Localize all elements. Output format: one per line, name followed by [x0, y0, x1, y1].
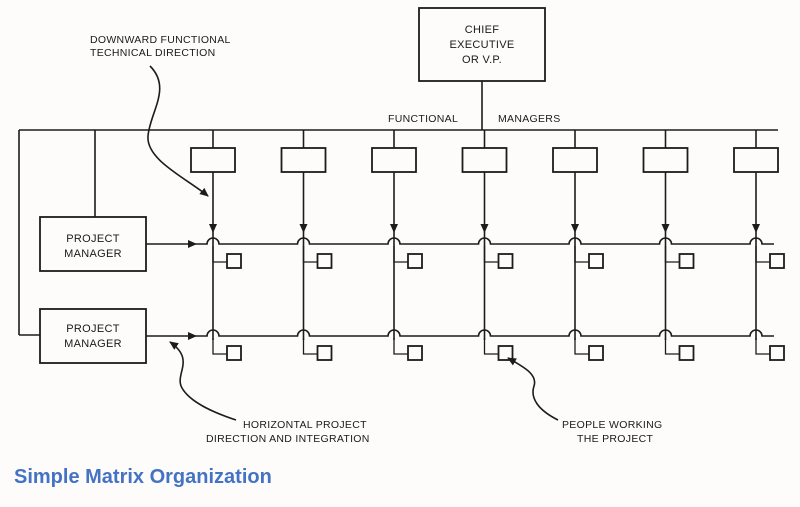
people-pointer — [507, 357, 559, 421]
functional-manager-box — [190, 147, 236, 173]
worker-box — [316, 253, 333, 269]
worker-link — [302, 338, 318, 355]
people-line-2: THE PROJECT — [577, 433, 654, 445]
worker-link — [574, 338, 589, 355]
worker-link — [755, 246, 770, 263]
project-row-2 — [196, 329, 774, 337]
functional-manager-box — [733, 147, 779, 173]
worker-link — [212, 246, 227, 263]
downward-line-1: DOWNWARD FUNCTIONAL — [90, 34, 231, 46]
worker-link — [483, 246, 499, 263]
chief-executive-node: CHIEF EXECUTIVE OR V.P. — [418, 7, 546, 82]
downward-pointer — [147, 65, 209, 197]
people-line-1: PEOPLE WORKING — [562, 419, 662, 431]
worker-box — [769, 253, 785, 269]
functional-manager-box — [280, 147, 327, 173]
annotation-horizontal: HORIZONTAL PROJECT DIRECTION AND INTEGRA… — [169, 341, 370, 445]
functional-manager-box — [371, 147, 417, 173]
functional-manager-1 — [190, 130, 242, 361]
functional-managers — [190, 130, 785, 361]
worker-box — [588, 345, 604, 361]
worker-link — [755, 338, 770, 355]
project-manager-2: PROJECT MANAGER — [39, 308, 147, 364]
worker-box — [769, 345, 785, 361]
worker-link — [574, 246, 589, 263]
worker-box — [678, 253, 695, 269]
annotation-people: PEOPLE WORKING THE PROJECT — [507, 357, 662, 445]
worker-box — [407, 345, 423, 361]
worker-link — [302, 246, 318, 263]
worker-box — [497, 253, 514, 269]
worker-link — [393, 246, 408, 263]
horizontal-line-2: DIRECTION AND INTEGRATION — [206, 433, 370, 445]
annotation-downward: DOWNWARD FUNCTIONAL TECHNICAL DIRECTION — [90, 34, 231, 197]
project-row-1 — [196, 237, 774, 245]
worker-link — [393, 338, 408, 355]
worker-box — [678, 345, 695, 361]
worker-link — [483, 338, 499, 355]
functional-manager-7 — [733, 130, 785, 361]
managers-label: MANAGERS — [498, 113, 561, 125]
worker-link — [664, 246, 680, 263]
functional-manager-4 — [461, 130, 514, 361]
project-manager-box-2 — [39, 308, 147, 364]
pm2-line-1: PROJECT — [66, 323, 119, 335]
chief-executive-box — [418, 7, 546, 82]
project-rows — [196, 237, 774, 337]
worker-box — [407, 253, 423, 269]
functional-label: FUNCTIONAL — [388, 113, 458, 125]
functional-manager-box — [461, 147, 508, 173]
project-manager-box-1 — [39, 216, 147, 272]
pm1-line-2: MANAGER — [64, 248, 122, 260]
pm2-line-2: MANAGER — [64, 338, 122, 350]
worker-link — [212, 338, 227, 355]
functional-manager-5 — [552, 130, 604, 361]
worker-box — [588, 253, 604, 269]
downward-line-2: TECHNICAL DIRECTION — [90, 47, 216, 59]
chief-line-1: CHIEF — [465, 24, 500, 36]
worker-box — [226, 253, 242, 269]
pm1-line-1: PROJECT — [66, 233, 119, 245]
functional-manager-3 — [371, 130, 423, 361]
horizontal-pointer — [169, 341, 237, 421]
functional-manager-box — [642, 147, 689, 173]
horizontal-line-1: HORIZONTAL PROJECT — [243, 419, 367, 431]
functional-manager-6 — [642, 130, 695, 361]
worker-box — [316, 345, 333, 361]
worker-box — [226, 345, 242, 361]
figure-caption: Simple Matrix Organization — [14, 466, 272, 488]
worker-box — [497, 345, 514, 361]
project-manager-1: PROJECT MANAGER — [39, 216, 147, 272]
functional-manager-box — [552, 147, 598, 173]
chief-line-2: EXECUTIVE — [449, 39, 514, 51]
worker-link — [664, 338, 680, 355]
functional-manager-2 — [280, 130, 333, 361]
chief-line-3: OR V.P. — [462, 54, 502, 66]
